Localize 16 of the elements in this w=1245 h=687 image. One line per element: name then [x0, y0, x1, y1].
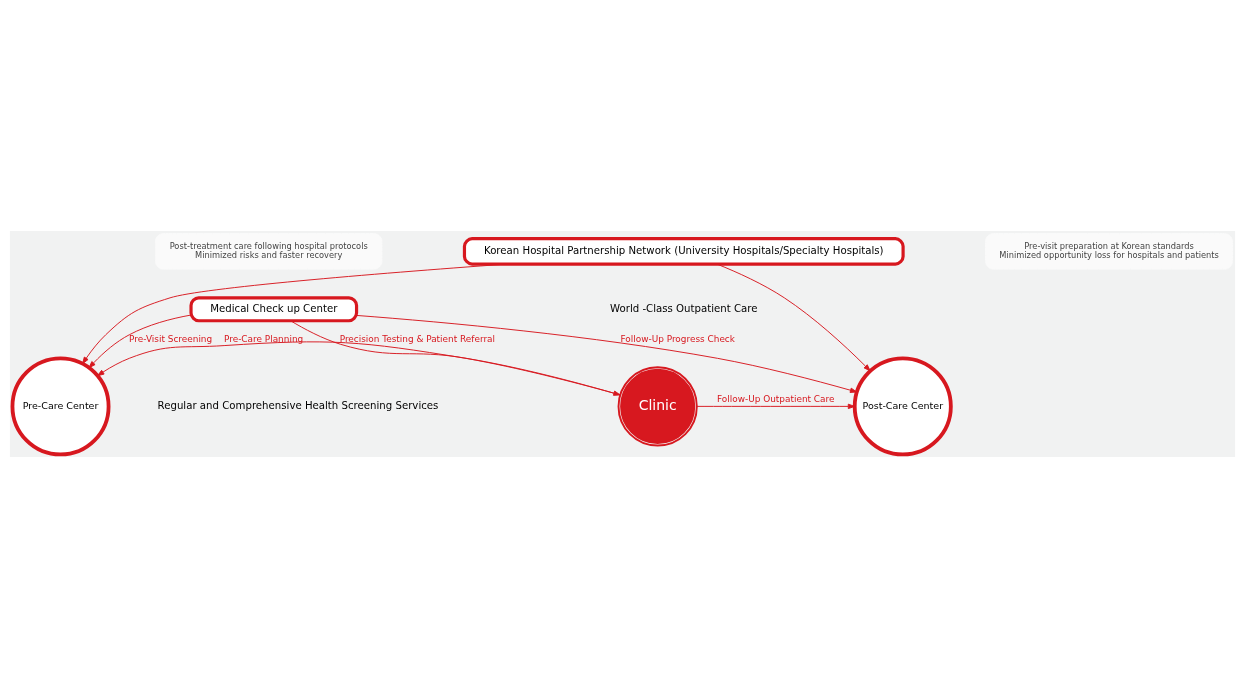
edge-label: Follow-Up Progress Check	[620, 333, 735, 344]
edge-label: Precision Testing & Patient Referral	[339, 333, 496, 344]
arrow	[716, 263, 871, 371]
arrow	[97, 340, 621, 395]
arrow	[356, 314, 858, 393]
node-box: Medical Check up Center	[189, 295, 359, 322]
edge-label: Pre-Care Planning	[224, 333, 304, 344]
label: Regular and Comprehensive Health Screening Services	[157, 399, 439, 411]
edge-label: Follow-Up Outpatient Care	[717, 393, 835, 404]
arrow	[696, 403, 856, 409]
label: World -Class Outpatient Care	[610, 302, 758, 314]
edge-label: Pre-Visit Screening	[129, 333, 213, 344]
arrow	[88, 314, 192, 368]
arrow	[290, 319, 621, 396]
node-circle: Post-Care Center	[852, 355, 953, 456]
node-box: Korean Hospital Partnership Network (University Hospitals/Specialty Hospitals)	[462, 236, 905, 266]
